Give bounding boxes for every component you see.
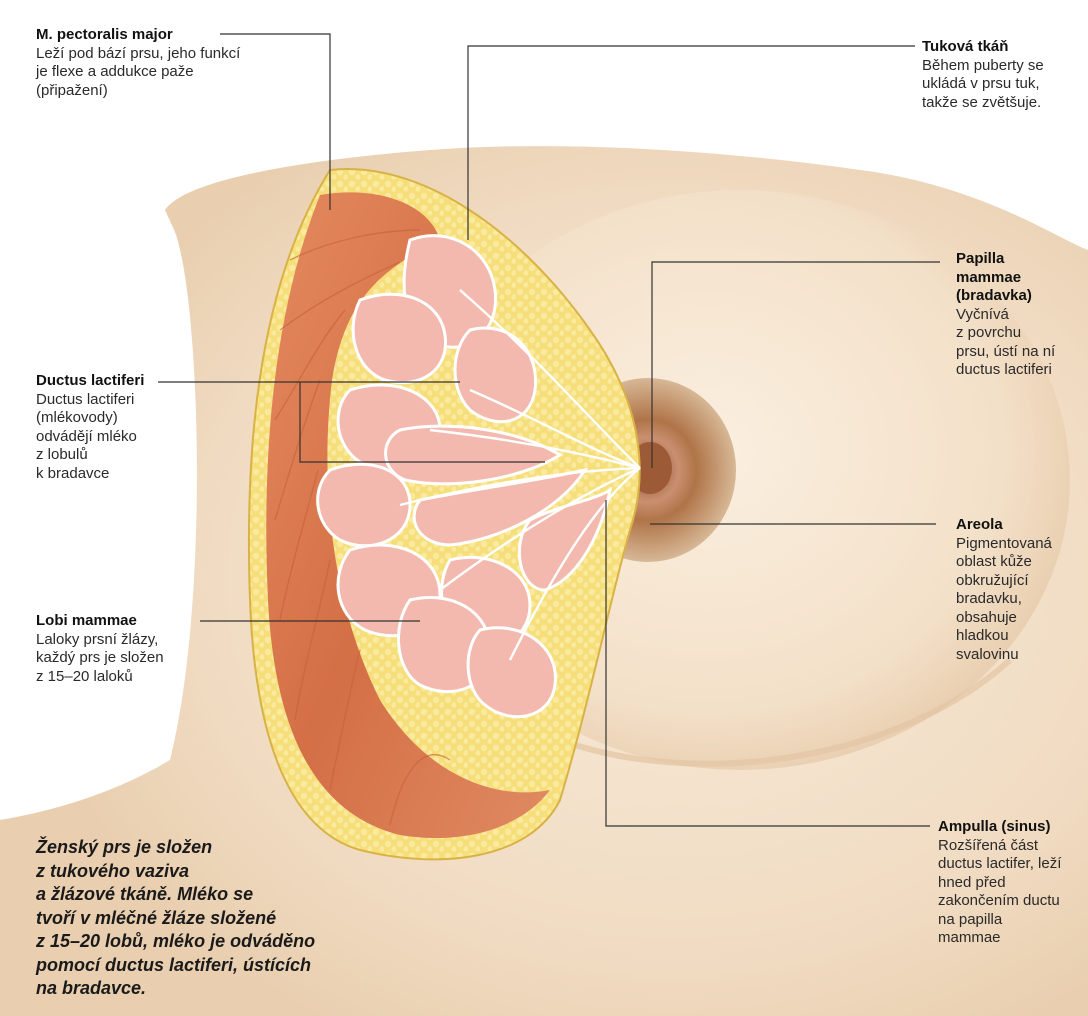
label-ductus-title: Ductus lactiferi <box>36 372 236 391</box>
label-lobi-title: Lobi mammae <box>36 612 236 631</box>
label-tukova-tkan: Tuková tkáň Během puberty se ukládá v pr… <box>922 38 1082 112</box>
label-lobi-mammae: Lobi mammae Laloky prsní žlázy, každý pr… <box>36 612 236 686</box>
label-ductus-desc: Ductus lactiferi (mlékovody) odvádějí ml… <box>36 391 236 484</box>
label-areola-desc: Pigmentovaná oblast kůže obkružující bra… <box>956 535 1084 665</box>
label-lobi-desc: Laloky prsní žlázy, každý prs je složen … <box>36 631 236 687</box>
label-ampulla: Ampulla (sinus) Rozšířená část ductus la… <box>938 818 1084 948</box>
label-pectoralis-title: M. pectoralis major <box>36 26 296 45</box>
label-areola-title: Areola <box>956 516 1084 535</box>
label-areola: Areola Pigmentovaná oblast kůže obkružuj… <box>956 516 1084 664</box>
label-pectoralis-desc: Leží pod bází prsu, jeho funkcí je flexe… <box>36 45 296 101</box>
label-pectoralis-major: M. pectoralis major Leží pod bází prsu, … <box>36 26 296 100</box>
label-ampulla-title: Ampulla (sinus) <box>938 818 1084 837</box>
label-ductus-lactiferi: Ductus lactiferi Ductus lactiferi (mléko… <box>36 372 236 483</box>
label-tukova-desc: Během puberty se ukládá v prsu tuk, takž… <box>922 57 1082 113</box>
label-tukova-title: Tuková tkáň <box>922 38 1082 57</box>
label-ampulla-desc: Rozšířená část ductus lactifer, leží hne… <box>938 837 1084 948</box>
label-papilla-desc: Vyčnívá z povrchu prsu, ústí na ní ductu… <box>956 306 1084 380</box>
figure-caption: Ženský prs je složen z tukového vaziva a… <box>36 836 456 1001</box>
label-papilla-title: Papilla mammae (bradavka) <box>956 250 1084 306</box>
label-papilla-mammae: Papilla mammae (bradavka) Vyčnívá z povr… <box>956 250 1084 380</box>
